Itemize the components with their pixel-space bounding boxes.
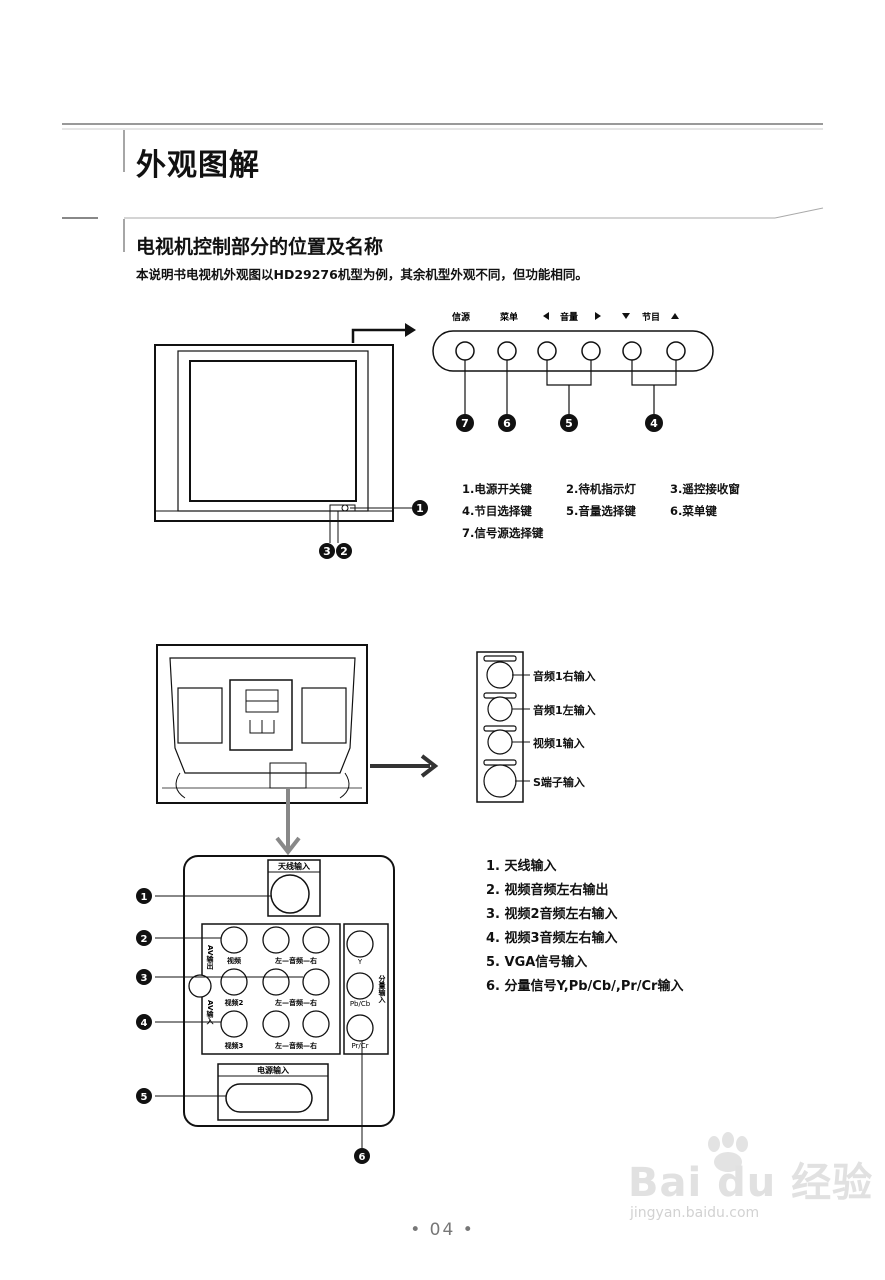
label-menu: 菜单 [499,311,518,323]
av-in-label: AV输入 [206,1000,215,1026]
av-out-video-jack[interactable] [220,926,248,954]
vga-jack[interactable] [188,974,212,998]
component-y-jack[interactable] [346,930,374,958]
volume-up-button[interactable] [581,341,601,361]
label-channel: 节目 [642,311,660,323]
legend-item-7: 7.信号源选择键 [462,526,544,540]
marker-6-text: 6 [503,417,511,430]
rear-tv-diagram [156,644,439,856]
side-jack-strip [476,651,530,803]
av3-audio-left-jack[interactable] [262,1010,290,1038]
marker-4-text: 4 [650,417,658,430]
marker-1-front [412,500,428,516]
control-panel-diagram: 信源 菜单 音量 节目 7 6 5 4 [432,311,714,432]
row-label-video: 视频 [227,956,241,965]
jack-label-4: S端子输入 [533,776,585,789]
menu-button[interactable] [497,341,517,361]
legend-item-6: 6.菜单键 [670,504,717,518]
av3-video-jack[interactable] [220,1010,248,1038]
rear-marker-5: 5 [141,1092,148,1103]
legend-item-4: 4.节目选择键 [462,504,532,518]
marker-3-text: 3 [323,545,331,558]
row-label-audio3: 左—音频—右 [274,1041,317,1050]
header-rules [62,123,824,252]
rear-marker-1: 1 [141,892,148,903]
source-button[interactable] [455,341,475,361]
comp-label-pr: Pr/Cr [351,1042,368,1050]
s-video-jack[interactable] [483,764,517,798]
rear-marker-6: 6 [359,1152,366,1163]
marker-1-text: 1 [416,502,424,515]
row-label-video2: 视频2 [225,998,244,1007]
jack-label-2: 音频1左输入 [533,704,596,717]
row-label-video3: 视频3 [225,1041,244,1050]
section-title: 电视机控制部分的位置及名称 [136,236,384,258]
antenna-jack[interactable] [270,874,310,914]
legend-item-1: 1.电源开关键 [462,482,532,496]
page-number: • 04 • [410,1220,475,1240]
rear-list-item-3: 3. 视频2音频左右输入 [486,907,618,922]
av-out-audio-right-jack[interactable] [302,926,330,954]
rear-marker-2: 2 [141,934,148,945]
av2-video-jack[interactable] [220,968,248,996]
marker-5-text: 5 [565,417,573,430]
component-side-label: 分量输入 [378,974,387,1004]
rear-connector-panel: 天线输入 视频 左—音频—右 视频2 左—音频—右 视频3 左—音频—右 AV输… [136,855,395,1164]
page-title: 外观图解 [136,148,260,183]
legend-item-5: 5.音量选择键 [566,504,636,518]
channel-down-button[interactable] [622,341,642,361]
row-label-audio-out: 左—音频—右 [274,956,317,965]
video1-jack[interactable] [487,729,513,755]
label-source: 信源 [452,311,470,323]
av2-audio-left-jack[interactable] [262,968,290,996]
rear-legend: 1. 天线输入 2. 视频音频左右输出 3. 视频2音频左右输入 4. 视频3音… [486,855,683,999]
antenna-label: 天线输入 [278,861,310,871]
comp-label-y: Y [357,958,363,966]
front-legend: 1.电源开关键 2.待机指示灯 3.遥控接收窗 4.节目选择键 5.音量选择键 … [462,478,740,544]
row-label-audio2: 左—音频—右 [274,998,317,1007]
comp-label-pb: Pb/Cb [350,1000,371,1008]
av-out-audio-left-jack[interactable] [262,926,290,954]
av-out-label: AV输出 [206,945,215,971]
jack-label-3: 视频1输入 [533,737,585,750]
power-socket[interactable] [225,1083,313,1113]
rear-list-item-5: 5. VGA信号输入 [486,955,588,970]
channel-up-button[interactable] [666,341,686,361]
intro-text: 本说明书电视机外观图以HD29276机型为例，其余机型外观不同，但功能相同。 [136,267,588,282]
av2-audio-right-jack[interactable] [302,968,330,996]
component-pr-jack[interactable] [346,1014,374,1042]
rear-list-item-1: 1. 天线输入 [486,859,557,874]
front-tv-diagram: 1 3 2 [154,323,428,559]
watermark-url: jingyan.baidu.com [630,1205,760,1221]
rear-list-item-6: 6. 分量信号Y,Pb/Cb/,Pr/Cr输入 [486,979,684,994]
legend-item-2: 2.待机指示灯 [566,482,636,496]
label-volume: 音量 [560,311,578,323]
legend-item-3: 3.遥控接收窗 [670,482,740,496]
audio1-right-jack[interactable] [486,661,514,689]
jack-label-1: 音频1右输入 [533,670,596,683]
paw-logo-icon [708,1132,748,1172]
rear-list-item-4: 4. 视频3音频左右输入 [486,931,618,946]
av3-audio-right-jack[interactable] [302,1010,330,1038]
rear-marker-4: 4 [141,1018,148,1029]
volume-down-button[interactable] [537,341,557,361]
rear-marker-3: 3 [141,973,148,984]
power-label: 电源输入 [257,1065,289,1075]
component-pb-jack[interactable] [346,972,374,1000]
marker-7-text: 7 [461,417,469,430]
watermark: Bai du 经验 [628,1160,874,1206]
marker-2-text: 2 [340,545,348,558]
rear-list-item-2: 2. 视频音频左右输出 [486,883,609,898]
audio1-left-jack[interactable] [487,696,513,722]
